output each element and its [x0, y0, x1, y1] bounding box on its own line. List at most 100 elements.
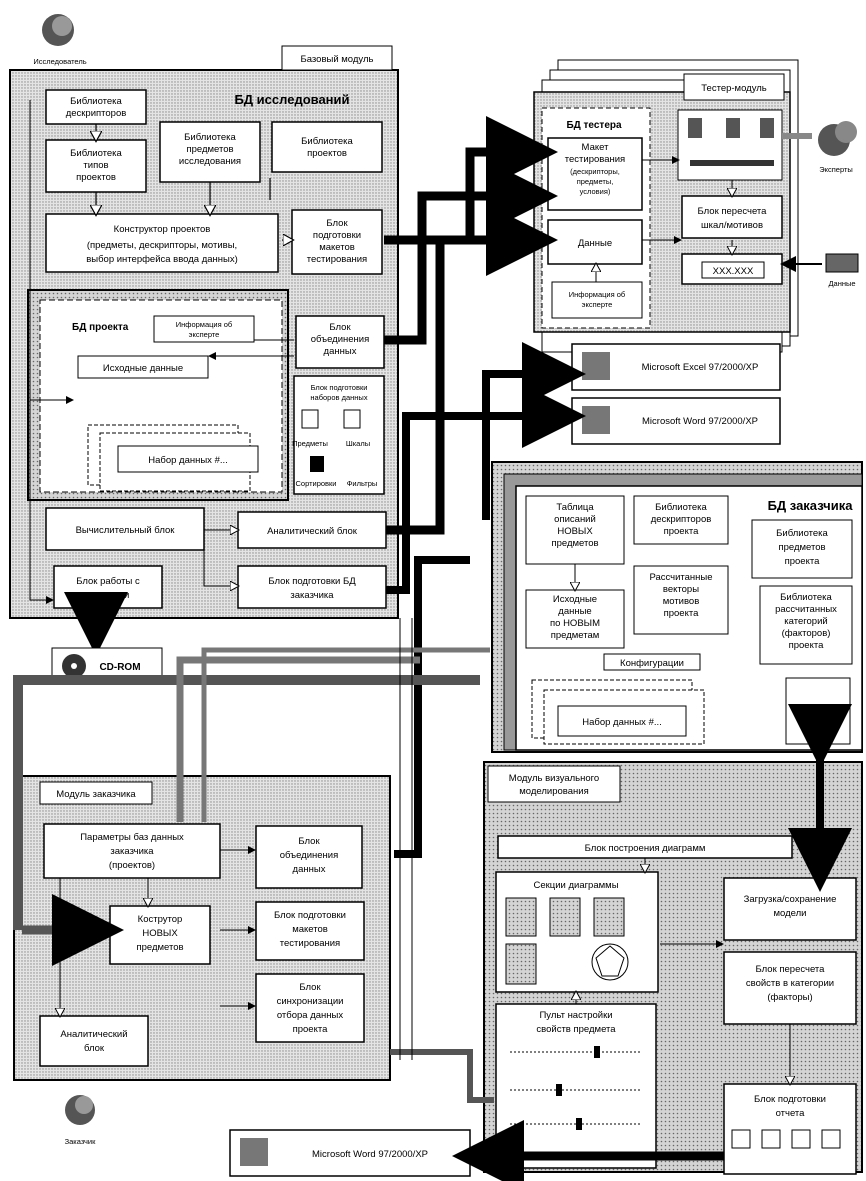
lib-subjects-box: Библиотека предметов исследования — [160, 122, 260, 182]
keyboard-data-label: Данные — [828, 279, 855, 288]
xxx-label: XXX.XXX — [713, 266, 754, 277]
svg-text:данных: данных — [293, 864, 326, 875]
svg-text:Microsoft Excel 97/2000/XP: Microsoft Excel 97/2000/XP — [642, 362, 759, 373]
db-project-title: БД проекта — [72, 322, 129, 333]
svg-text:Параметры баз данных: Параметры баз данных — [80, 832, 184, 843]
svg-text:Библиотека: Библиотека — [70, 96, 122, 107]
svg-text:(факторы): (факторы) — [767, 992, 812, 1003]
svg-text:Библиотека: Библиотека — [184, 132, 236, 143]
svg-text:Библиотека: Библиотека — [776, 528, 828, 539]
svg-text:Аналитический блок: Аналитический блок — [267, 526, 358, 537]
prep-layouts-box: Блок подготовки макетов тестирования — [292, 210, 382, 274]
diagram-builder-label: Блок построения диаграмм — [585, 843, 706, 854]
diagram-section-label: Секции диаграммы — [533, 880, 618, 891]
icon-scales-label: Шкалы — [346, 439, 370, 448]
svg-text:Пульт настройки: Пульт настройки — [539, 1010, 612, 1021]
svg-text:Аналитический: Аналитический — [60, 1029, 127, 1040]
svg-text:свойств предмета: свойств предмета — [536, 1024, 616, 1035]
svg-text:Microsoft Word 97/2000/XP: Microsoft Word 97/2000/XP — [642, 416, 758, 427]
svg-text:Вычислительный блок: Вычислительный блок — [76, 525, 176, 536]
lib-types-box: Библиотека типов проектов — [46, 140, 146, 192]
dataset2-label: Набор данных #... — [582, 717, 662, 728]
svg-text:по НОВЫМ: по НОВЫМ — [550, 618, 600, 629]
svg-text:предметы,: предметы, — [577, 177, 614, 186]
icon-subjects-label: Предметы — [292, 439, 328, 448]
researcher-label: Исследователь — [33, 57, 86, 66]
customer-module-title: Модуль заказчика — [56, 789, 136, 800]
svg-text:предметов: предметов — [778, 542, 825, 553]
svg-text:блок: блок — [84, 1043, 105, 1054]
source-data-label: Исходные данные — [103, 363, 183, 374]
configs-label: Конфигурации — [620, 658, 684, 669]
tester-module: Тестер-модуль БД тестера Макет тестирова… — [534, 60, 798, 352]
models-label: Модели — [801, 706, 835, 717]
svg-text:Таблица: Таблица — [556, 502, 594, 513]
svg-text:предметов: предметов — [136, 942, 183, 953]
svg-text:данные: данные — [558, 606, 591, 617]
svg-text:синхронизации: синхронизации — [277, 996, 344, 1007]
svg-text:предметов: предметов — [551, 538, 598, 549]
svg-text:модели: модели — [774, 908, 807, 919]
svg-text:Информация об: Информация об — [569, 290, 625, 299]
svg-text:заказчика: заказчика — [290, 590, 334, 601]
svg-text:Блок: Блок — [299, 982, 321, 993]
svg-text:макетов: макетов — [292, 924, 328, 935]
lib-descriptors-box: Библиотека дескрипторов — [46, 90, 146, 124]
db-customer-title: БД заказчика — [768, 498, 854, 513]
keyboard-icon: Данные — [826, 254, 858, 288]
analytic-block-box: Аналитический блок — [238, 512, 386, 548]
svg-text:типов: типов — [83, 160, 108, 171]
customer-icon: Заказчик — [65, 1095, 97, 1146]
svg-text:дескрипторов: дескрипторов — [66, 108, 127, 119]
researcher-icon: Исследователь — [33, 14, 86, 66]
calc-block-box: Вычислительный блок — [46, 508, 204, 550]
customer-db: БД заказчика Таблица описаний НОВЫХ пред… — [492, 462, 862, 752]
svg-text:(дескрипторы,: (дескрипторы, — [570, 167, 620, 176]
svg-text:архивами: архивами — [87, 590, 130, 601]
svg-text:Рассчитанные: Рассчитанные — [649, 572, 712, 583]
svg-text:тестирования: тестирования — [280, 938, 340, 949]
svg-text:объединения: объединения — [280, 850, 339, 861]
svg-text:шкал/мотивов: шкал/мотивов — [701, 220, 763, 231]
svg-text:Блок: Блок — [298, 836, 320, 847]
merge-block-box: Блок объединения данных — [296, 316, 384, 368]
svg-text:отчета: отчета — [776, 1108, 806, 1119]
icon-sorting-label: Сортировки — [295, 479, 336, 488]
svg-text:Блок подготовки БД: Блок подготовки БД — [268, 576, 356, 587]
svg-text:эксперте: эксперте — [189, 330, 220, 339]
svg-text:Блок: Блок — [329, 322, 351, 333]
archive-block-box: Блок работы с архивами — [54, 566, 162, 608]
dataset-label: Набор данных #... — [148, 455, 228, 466]
svg-text:мотивов: мотивов — [663, 596, 700, 607]
svg-text:векторы: векторы — [663, 584, 699, 595]
icon-filters-label: Фильтры — [347, 479, 378, 488]
svg-text:Блок пересчета: Блок пересчета — [698, 206, 768, 217]
prep-sets-box: Блок подготовки наборов данных Предметы … — [292, 376, 384, 494]
svg-text:проекта: проекта — [664, 608, 700, 619]
cdrom: CD-ROM — [52, 618, 162, 684]
svg-text:наборов данных: наборов данных — [310, 393, 367, 402]
db-research-title: БД исследований — [234, 92, 349, 107]
visual-module: Модуль визуального моделирования Блок по… — [484, 762, 862, 1174]
svg-text:выбор интерфейса ввода данных): выбор интерфейса ввода данных) — [86, 254, 238, 265]
svg-text:макетов: макетов — [319, 242, 355, 253]
word1-box: Microsoft Word 97/2000/XP — [572, 398, 780, 444]
svg-text:исследования: исследования — [179, 156, 241, 167]
svg-text:(проектов): (проектов) — [109, 860, 155, 871]
excel-box: Microsoft Excel 97/2000/XP — [572, 344, 780, 390]
svg-text:Блок подготовки: Блок подготовки — [754, 1094, 826, 1105]
svg-text:Microsoft Word 97/2000/XP: Microsoft Word 97/2000/XP — [312, 1149, 428, 1160]
svg-text:предметам: предметам — [551, 630, 600, 641]
db-tester-title: БД тестера — [566, 120, 622, 131]
lib-projects-box: Библиотека проектов — [272, 122, 382, 172]
expert-info-label: Информация об — [176, 320, 232, 329]
svg-text:предметов: предметов — [186, 144, 233, 155]
svg-text:рассчитанных: рассчитанных — [775, 604, 837, 615]
svg-text:Библиотека: Библиотека — [780, 592, 832, 603]
svg-text:Блок пересчета: Блок пересчета — [756, 964, 826, 975]
svg-text:(факторов): (факторов) — [782, 628, 831, 639]
svg-text:проекта: проекта — [664, 526, 700, 537]
constructor-box: Конструктор проектов (предметы, дескрипт… — [46, 214, 278, 272]
svg-text:Исходные: Исходные — [553, 594, 597, 605]
